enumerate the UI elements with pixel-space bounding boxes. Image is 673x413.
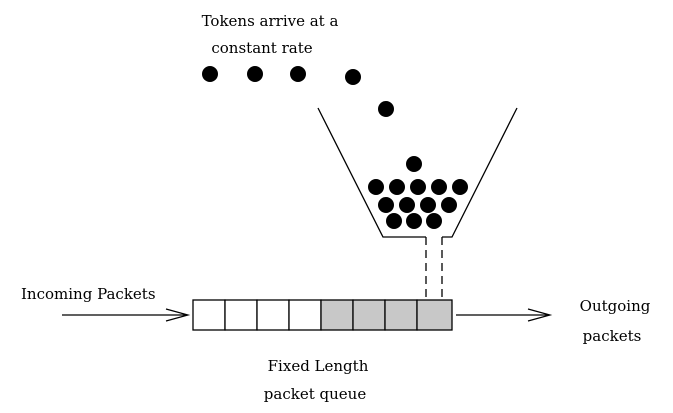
queue-slot-filled (352, 299, 386, 331)
queue-label-line1: Fixed Length (267, 357, 369, 375)
queue-slot-empty (192, 299, 226, 331)
token (378, 197, 394, 213)
queue-label-line2: packet queue (263, 385, 367, 403)
token (378, 101, 394, 117)
token (406, 213, 422, 229)
token (441, 197, 457, 213)
outgoing-packets-label-line1: Outgoing (579, 297, 651, 315)
bucket-tokens (368, 179, 468, 229)
outgoing-packets-label-line2: packets (582, 327, 642, 345)
queue-slot-empty (288, 299, 322, 331)
token (452, 179, 468, 195)
queue-slot-empty (224, 299, 258, 331)
token (290, 66, 306, 82)
bucket-left-wall (317, 107, 426, 238)
packet-queue (192, 299, 453, 331)
token (399, 197, 415, 213)
incoming-packets-label: Incoming Packets (21, 285, 156, 303)
queue-slot-filled (384, 299, 418, 331)
token (406, 156, 422, 172)
token (386, 213, 402, 229)
token (368, 179, 384, 195)
tokens-label-line2: constant rate (211, 39, 313, 57)
token (389, 179, 405, 195)
token (202, 66, 218, 82)
token (431, 179, 447, 195)
queue-slot-empty (256, 299, 290, 331)
token (345, 69, 361, 85)
queue-slot-filled (416, 299, 453, 331)
bucket-right-wall (442, 107, 518, 238)
outgoing-arrow (456, 308, 553, 322)
tokens-label-line1: Tokens arrive at a (201, 12, 339, 30)
token (410, 179, 426, 195)
token (426, 213, 442, 229)
token (247, 66, 263, 82)
queue-slot-filled (320, 299, 354, 331)
token (420, 197, 436, 213)
incoming-arrow (62, 308, 191, 322)
falling-tokens (202, 66, 422, 172)
